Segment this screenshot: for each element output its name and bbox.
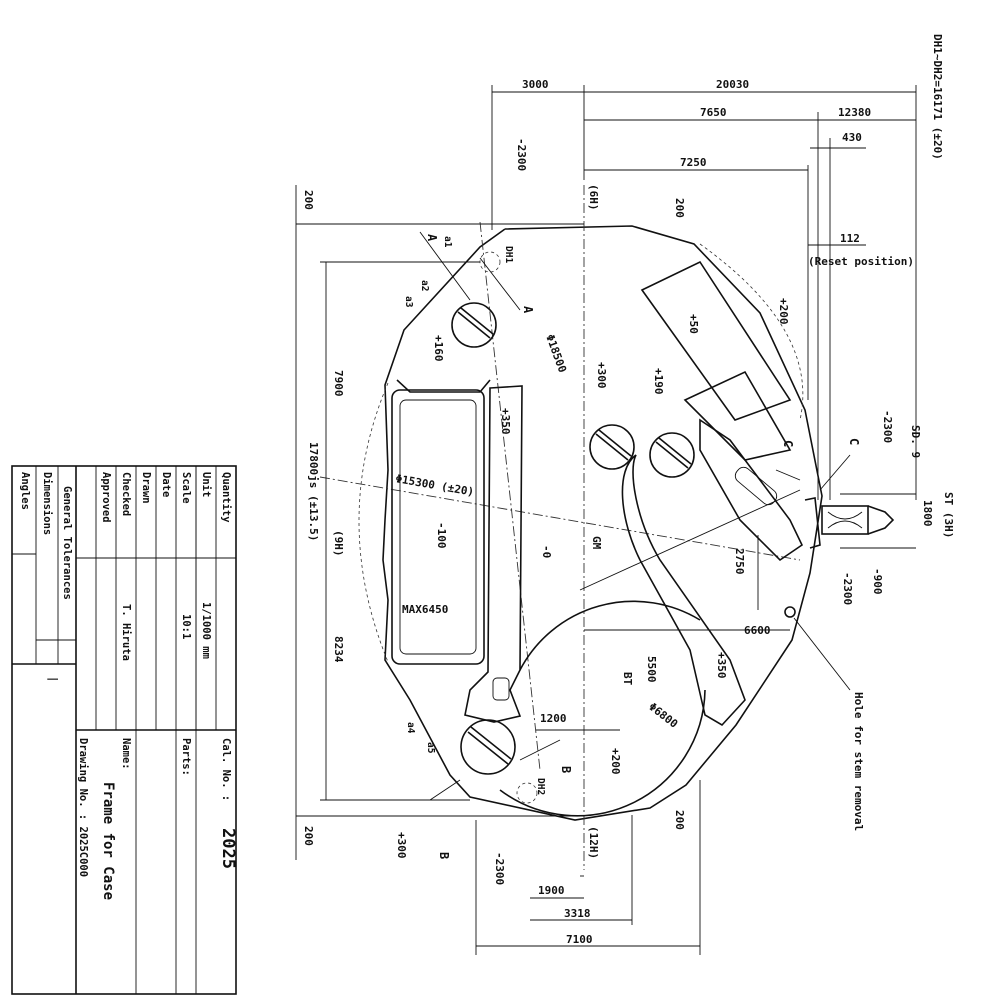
a3-label: a3 — [403, 296, 414, 308]
scale-value: 10:1 — [180, 614, 192, 639]
dim-20030: 20030 — [716, 78, 749, 91]
dh2-label: DH2 — [535, 778, 546, 795]
section-b-bot: B — [437, 852, 451, 859]
dim-112: 112 — [840, 232, 860, 245]
plus-300-bot: +300 — [395, 832, 408, 859]
curved-arm — [621, 454, 746, 727]
reset-position-label: (Reset position) — [808, 255, 914, 268]
minus-2300-mid: -2300 — [841, 572, 854, 605]
date-label: Date — [160, 472, 172, 497]
frame-outline — [358, 225, 823, 821]
dimensions-label: Dimensions — [41, 472, 53, 535]
stem-crown — [821, 505, 895, 535]
cal-no-value: 2025 — [218, 828, 238, 869]
scale-label: Scale — [180, 472, 192, 504]
dim-2750: 2750 — [733, 548, 746, 575]
cal-no-label: Cal. No. : — [220, 738, 232, 801]
phi-6800-label: Φ6800 — [646, 700, 680, 731]
inner-window — [391, 389, 485, 665]
hole-for-stem-removal: Hole for stem removal — [852, 692, 865, 831]
plus-190-label: +190 — [652, 368, 665, 395]
minus-900-label: -900 — [871, 568, 884, 595]
dim-7900: 7900 — [332, 370, 345, 397]
angles-label: Angles — [19, 472, 31, 510]
section-c-left: C — [781, 440, 795, 447]
gm-label: GM — [590, 536, 603, 550]
zero-label: -0 — [540, 545, 553, 558]
checked-value: T. Hiruta — [120, 604, 132, 661]
vertical-lever — [464, 385, 523, 723]
a2-label: a2 — [419, 280, 430, 291]
tolerance-mark: | — [47, 676, 59, 682]
st-3h-label: ST (3H) — [942, 492, 955, 538]
dim-200-bot-edge: 200 — [673, 810, 686, 830]
dim-200-left-top: 200 — [302, 190, 315, 210]
dim-3318: 3318 — [564, 907, 591, 920]
minus-2300-right: -2300 — [881, 410, 894, 443]
drawn-label: Drawn — [140, 472, 152, 504]
plus-160-label: +160 — [432, 335, 445, 362]
dim-1800: 1800 — [921, 500, 934, 527]
six-h-label: (6H) — [587, 184, 600, 211]
section-b-mid: B — [559, 766, 573, 773]
max-6450-label: MAX6450 — [402, 603, 448, 616]
dim-1200: 1200 — [540, 712, 567, 725]
dim-6600: 6600 — [744, 624, 771, 637]
dim-200-top-edge: 200 — [673, 198, 686, 218]
a1-label: a1 — [442, 236, 453, 248]
dim-3000: 3000 — [522, 78, 549, 91]
unit-label: Unit — [200, 472, 212, 497]
minus-100-label: -100 — [435, 522, 448, 549]
phi-15300-label: Φ15300 (±20) — [394, 472, 475, 499]
parts-label: Parts: — [180, 738, 192, 776]
phi-18500-label: Φ18500 — [543, 333, 569, 375]
checked-label: Checked — [120, 472, 132, 516]
dh1-label: DH1 — [503, 246, 514, 263]
dim-17800: 17800js (±13.5) — [307, 442, 320, 541]
dim-7650: 7650 — [700, 106, 727, 119]
dimension-lines — [295, 85, 917, 955]
dim-12380: 12380 — [838, 106, 871, 119]
approved-label: Approved — [100, 472, 112, 523]
screws — [451, 302, 695, 775]
unit-value: 1/1000 mm — [200, 602, 212, 659]
plus-50-label: +50 — [687, 314, 700, 334]
right-mechanism — [640, 260, 821, 562]
dim-minus-2300-top: -2300 — [515, 138, 528, 171]
dh-tolerance: DH1~DH2=16171 (±20) — [931, 34, 944, 160]
dim-200-left-bot: 200 — [302, 826, 315, 846]
a5-label: a5 — [425, 742, 436, 754]
name-value: Frame for Case — [100, 782, 116, 900]
title-block — [11, 465, 237, 995]
dim-7100: 7100 — [566, 933, 593, 946]
dim-430: 430 — [842, 131, 862, 144]
general-tolerances-label: General Tolerances — [61, 486, 73, 600]
drawing-no-label: Drawing No. : 2025C000 — [77, 738, 89, 877]
name-label: Name: — [120, 738, 132, 770]
a4-label: a4 — [405, 722, 416, 734]
plus-350-left: +350 — [499, 408, 512, 435]
plus-200-right: +200 — [777, 298, 790, 325]
section-a-mid: A — [521, 306, 535, 314]
plus-200-bot: +200 — [609, 748, 622, 775]
quantity-label: Quantity — [220, 472, 232, 523]
large-arc — [519, 600, 701, 671]
minus-2300-bot: -2300 — [493, 852, 506, 885]
plus-350-bot: +350 — [715, 652, 728, 679]
sd-9-label: SD. 9 — [909, 425, 922, 458]
plus-300-top: +300 — [595, 362, 608, 389]
dial-foot-dh2 — [516, 782, 538, 804]
stem-removal-hole — [784, 606, 796, 618]
section-c-right: C — [847, 438, 861, 445]
dim-1900: 1900 — [538, 884, 565, 897]
bt-label: BT — [621, 672, 634, 686]
dim-8234: 8234 — [332, 636, 345, 663]
dim-7250: 7250 — [680, 156, 707, 169]
twelve-h-label: (12H) — [587, 826, 600, 859]
lever-slot — [492, 677, 510, 701]
section-a-top: A — [425, 234, 439, 242]
nine-h-label: (9H) — [332, 530, 345, 557]
dim-5500: 5500 — [645, 656, 658, 683]
